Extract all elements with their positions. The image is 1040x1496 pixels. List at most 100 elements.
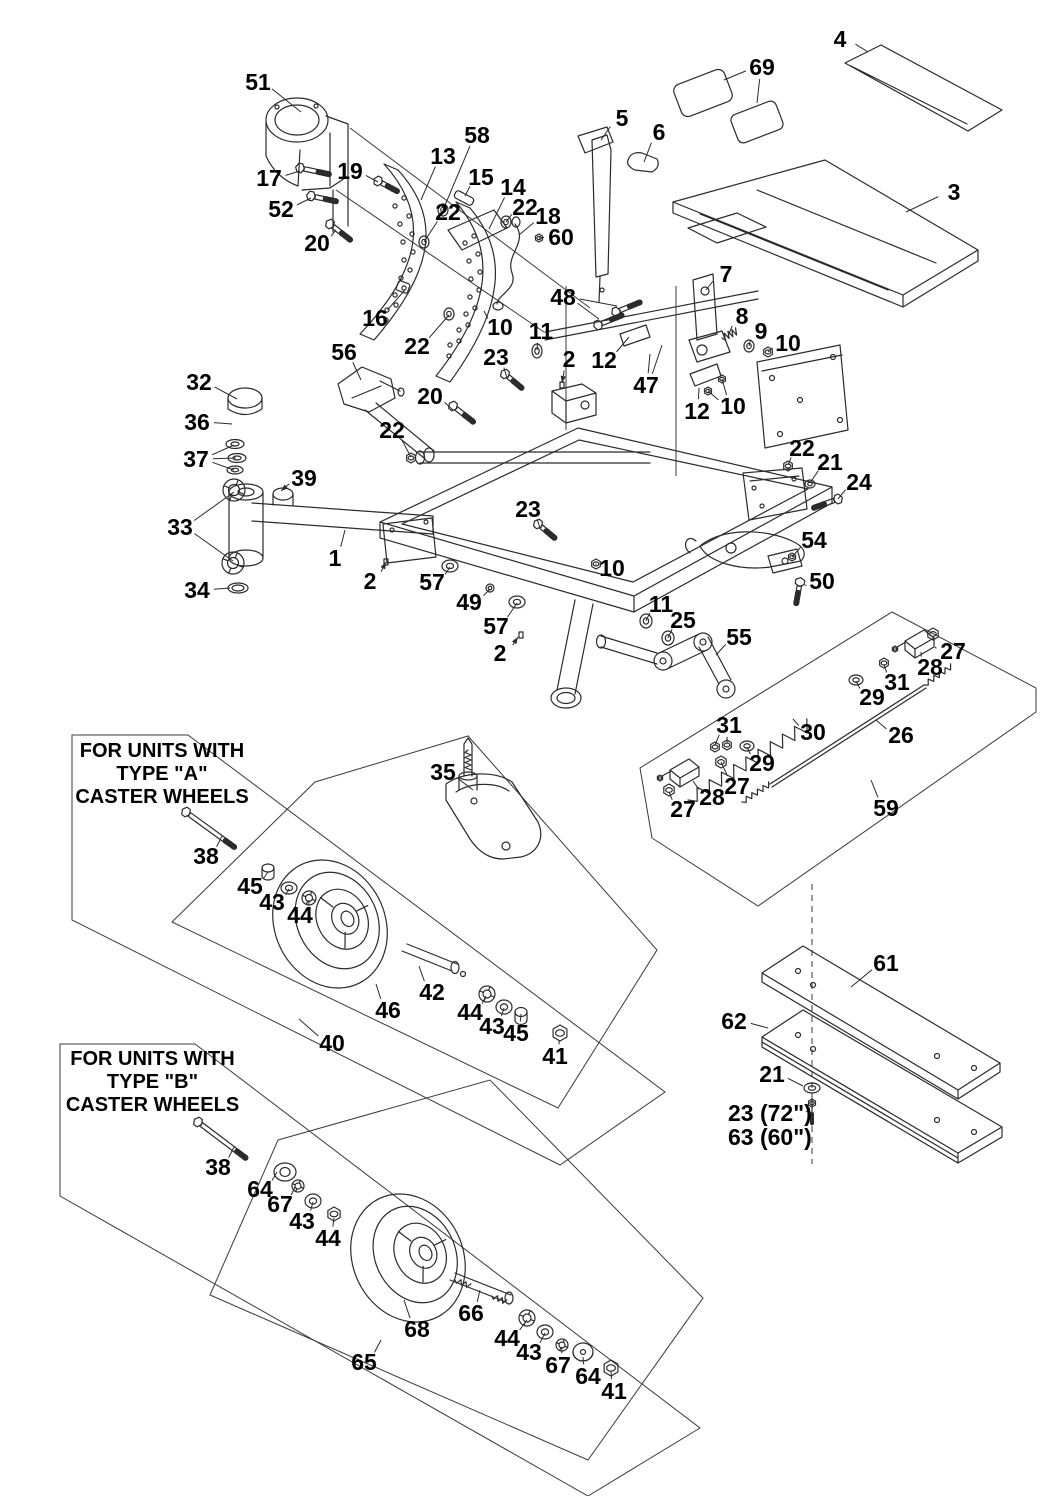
callout-32: 32 xyxy=(186,369,212,395)
lever-art xyxy=(577,126,659,303)
plate-hole xyxy=(398,275,404,281)
leader-line xyxy=(193,491,235,521)
callout-21: 21 xyxy=(759,1061,785,1087)
plate-hole xyxy=(462,240,468,246)
note-line: TYPE "A" xyxy=(116,763,208,785)
callout-27: 27 xyxy=(724,773,750,799)
note-line: CASTER WHEELS xyxy=(75,786,249,808)
leader-line xyxy=(212,461,235,471)
leader-line xyxy=(481,995,487,1004)
callout-4: 4 xyxy=(834,26,847,52)
callout-14: 14 xyxy=(500,174,526,200)
callout-26: 26 xyxy=(888,722,914,748)
leader-line xyxy=(290,1186,296,1196)
callout-12: 12 xyxy=(591,347,617,373)
plate-hole xyxy=(407,267,413,273)
leader-line xyxy=(787,1077,804,1087)
callout-22: 22 xyxy=(789,435,815,461)
bolt-glyph xyxy=(373,175,401,195)
leader-line xyxy=(705,281,714,291)
leader-line xyxy=(647,353,651,374)
callout-22: 22 xyxy=(435,199,461,225)
callout-49: 49 xyxy=(456,589,482,615)
leader-line xyxy=(582,1356,585,1365)
plate-hole xyxy=(401,257,407,263)
nut-glyph xyxy=(710,741,720,753)
link55-art xyxy=(595,632,736,699)
bearing-glyph xyxy=(222,478,246,502)
leader-arrowhead xyxy=(281,484,288,491)
leader-line xyxy=(228,1146,235,1158)
callout-25: 25 xyxy=(670,607,696,633)
leader-line xyxy=(805,1107,811,1113)
nut-glyph xyxy=(927,627,939,641)
callout-54: 54 xyxy=(801,527,827,553)
coil-glyph xyxy=(464,749,472,771)
leader-line xyxy=(213,422,233,425)
plate-hole xyxy=(410,249,416,255)
wheel-glyph xyxy=(350,1193,466,1323)
callout-47: 47 xyxy=(633,372,659,398)
nut-glyph xyxy=(534,233,544,243)
type-a-caster-note: FOR UNITS WITH TYPE "A" CASTER WHEELS xyxy=(62,740,262,809)
callout-37: 37 xyxy=(183,446,209,472)
leader-line xyxy=(213,587,231,590)
callout-40: 40 xyxy=(319,1030,345,1056)
callout-6360: 63 (60") xyxy=(728,1124,812,1150)
caster-fork-art xyxy=(445,737,542,860)
plate-hole xyxy=(397,221,403,227)
leader-line xyxy=(616,336,630,353)
leader-line xyxy=(870,779,879,798)
leader-line xyxy=(444,566,451,575)
leader-line xyxy=(579,298,618,307)
right-bracket-art xyxy=(684,467,808,574)
callout-34: 34 xyxy=(184,577,210,603)
note-line: FOR UNITS WITH xyxy=(79,740,245,762)
callout-23: 23 xyxy=(515,496,541,522)
callout-62: 62 xyxy=(721,1008,747,1034)
leader-line xyxy=(714,734,720,746)
leader-line xyxy=(519,1013,522,1022)
parts-line-art xyxy=(227,44,1003,1362)
washer-glyph xyxy=(418,235,430,249)
callout-43: 43 xyxy=(259,889,285,915)
platform-art xyxy=(672,44,1003,308)
callout-2372: 23 (72") xyxy=(728,1100,812,1126)
leader-line xyxy=(420,166,436,201)
set-screw-glyph xyxy=(383,558,389,566)
wheel-glyph xyxy=(272,859,388,989)
leader-line xyxy=(855,43,869,53)
callout-33: 33 xyxy=(167,514,193,540)
leader-line xyxy=(214,386,238,400)
leader-line xyxy=(643,142,652,163)
leader-line xyxy=(645,612,651,622)
callout-59: 59 xyxy=(873,795,899,821)
leader-line xyxy=(285,170,301,176)
callout-56: 56 xyxy=(331,339,357,365)
bolt-glyph xyxy=(181,806,238,851)
callout-1: 1 xyxy=(329,545,342,571)
callout-55: 55 xyxy=(726,624,752,650)
leader-line xyxy=(850,969,873,988)
callout-44: 44 xyxy=(494,1325,520,1351)
leader-line xyxy=(387,289,406,311)
bolt-glyph xyxy=(793,576,806,607)
callout-24: 24 xyxy=(846,469,872,495)
callout-45: 45 xyxy=(237,873,263,899)
callout-41: 41 xyxy=(601,1378,627,1404)
nut-glyph xyxy=(703,386,713,396)
subframe-art xyxy=(544,290,849,449)
washer-glyph xyxy=(280,881,298,895)
plate-hole xyxy=(466,258,472,264)
leader-line xyxy=(651,344,663,375)
leader-line xyxy=(668,791,673,800)
note-line: CASTER WHEELS xyxy=(65,1094,240,1116)
leader-line xyxy=(444,401,454,411)
leader-line xyxy=(837,489,847,500)
washer-glyph xyxy=(495,999,513,1015)
plate-hole xyxy=(446,353,452,359)
callout-57: 57 xyxy=(419,569,445,595)
callout-42: 42 xyxy=(419,979,445,1005)
